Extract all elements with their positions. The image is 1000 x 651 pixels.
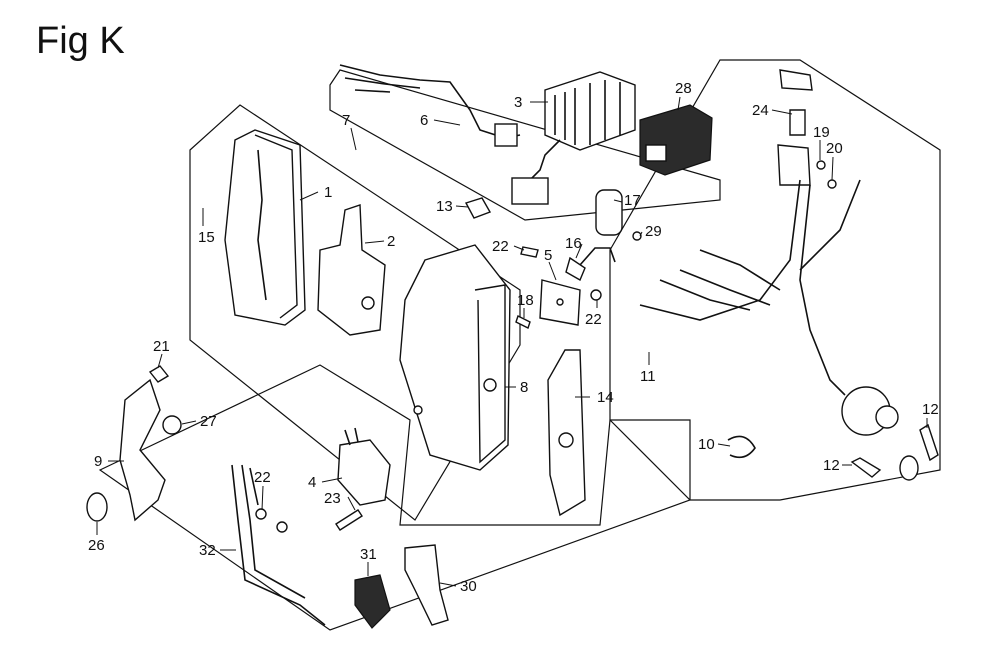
fuse-holder-part [777, 69, 813, 186]
callout-19: 19 [813, 124, 830, 141]
group-frame-top [329, 69, 721, 221]
callout-21: 21 [153, 338, 170, 355]
callout-29: 29 [645, 223, 662, 240]
harness-32-part [231, 464, 326, 626]
clip-13-part [464, 197, 492, 219]
callout-9: 9 [94, 453, 102, 470]
screw-22-right-part [590, 289, 602, 301]
outlet-31-part [354, 574, 391, 629]
callout-15: 15 [198, 229, 215, 246]
plate-part [539, 279, 581, 326]
cover-panel-part [224, 129, 306, 326]
switch-27-part [162, 415, 182, 435]
callout-5: 5 [544, 247, 552, 264]
callout-31: 31 [360, 546, 377, 563]
screw-21-part [148, 365, 170, 383]
callout-7: 7 [342, 112, 350, 129]
lead-wire-16-part [565, 247, 616, 282]
screw-18-part [515, 315, 531, 329]
callout-32: 32 [199, 542, 216, 559]
callout-23: 23 [324, 490, 341, 507]
callout-8: 8 [520, 379, 528, 396]
callout-3: 3 [514, 94, 522, 111]
nut-19-part [816, 160, 826, 170]
callout-30: 30 [460, 578, 477, 595]
washer-20-part [827, 179, 837, 189]
leader-lines [96, 96, 928, 587]
main-harness-part [639, 179, 899, 436]
bracket-part [317, 204, 386, 336]
control-box-part [399, 244, 511, 471]
callout-22-bottom: 22 [254, 469, 271, 486]
callout-12-bottom: 12 [823, 457, 840, 474]
mounting-bracket-part [119, 378, 166, 522]
terminal-block-part [337, 427, 391, 506]
nut-29-part [632, 231, 642, 241]
insulator-plate-part [547, 349, 586, 517]
callout-22-right: 22 [585, 311, 602, 328]
figure-title: Fig K [36, 20, 125, 62]
bracket-30-part [404, 544, 449, 626]
capacitor-part [595, 189, 623, 236]
callout-18: 18 [517, 292, 534, 309]
callout-17: 17 [624, 192, 641, 209]
callout-1: 1 [324, 184, 332, 201]
callout-24: 24 [752, 102, 769, 119]
screw-23-part [335, 509, 363, 531]
callout-16: 16 [565, 235, 582, 252]
group-frame-left [189, 104, 521, 521]
regulator-part [511, 71, 636, 205]
callout-12-top: 12 [922, 401, 939, 418]
terminal-12-part [850, 423, 939, 481]
callout-14: 14 [597, 389, 614, 406]
wire-harness-6-part [339, 64, 521, 147]
callout-4: 4 [308, 474, 316, 491]
screw-22-top-part [520, 246, 539, 258]
grommet-26-part [86, 492, 108, 522]
callout-22-top: 22 [492, 238, 509, 255]
group-frame-bottom [98, 364, 691, 631]
callout-2: 2 [387, 233, 395, 250]
callout-10: 10 [698, 436, 715, 453]
clamp-10-part [727, 435, 756, 459]
callout-26: 26 [88, 537, 105, 554]
callout-6: 6 [420, 112, 428, 129]
callout-20: 20 [826, 140, 843, 157]
callout-13: 13 [436, 198, 453, 215]
screw-22-bottom-part [255, 508, 267, 520]
callout-11: 11 [640, 368, 656, 385]
callout-28: 28 [675, 80, 692, 97]
group-frame-right [609, 59, 941, 501]
callout-27: 27 [200, 413, 217, 430]
rectifier-part [639, 104, 713, 176]
